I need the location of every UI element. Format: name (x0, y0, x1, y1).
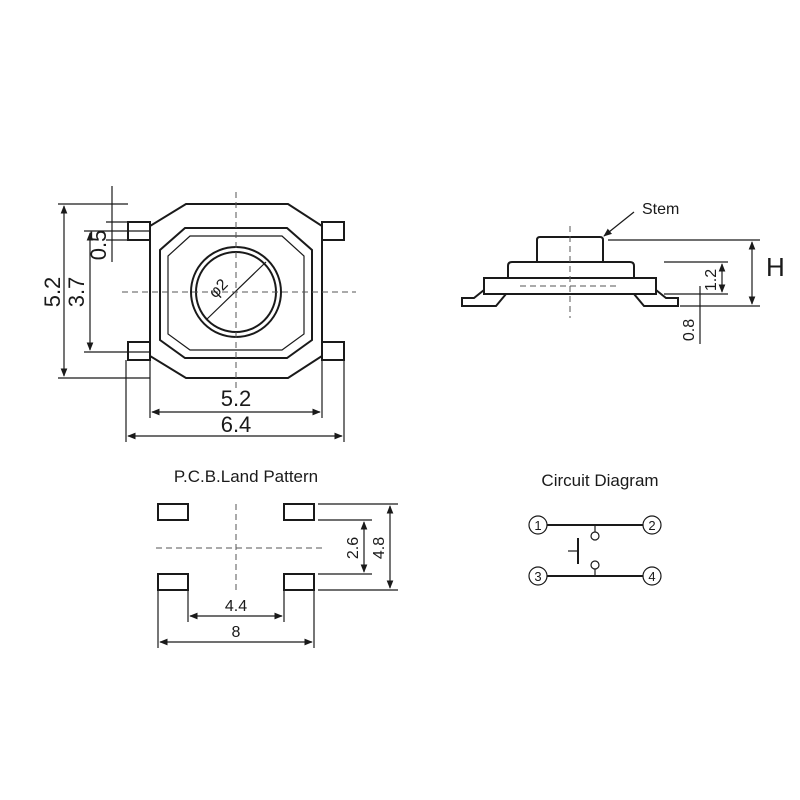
pin-3-label: 3 (534, 569, 541, 584)
top-view: 5.2 3.7 0.5 φ2 5.2 6.4 (40, 186, 356, 442)
terminal-tab-bottom-left (127, 341, 151, 361)
side-lead-left (461, 289, 507, 307)
switch-body-outline (149, 203, 323, 379)
dim-label-overall-width: 8 (232, 624, 241, 641)
diameter-leader (205, 261, 267, 321)
dim-label-outer-height: 5.2 (40, 277, 65, 308)
dim-label-pad-gap: 4.4 (225, 598, 247, 615)
dim-label-inner-spacing: 2.6 (345, 537, 362, 559)
dim-label-outer-spacing: 4.8 (371, 537, 388, 559)
dim-label-inner-height: 3.7 (64, 277, 89, 308)
dim-label-stem-height: 1.2 (703, 269, 720, 291)
dim-label-terminal-height: 0.8 (681, 319, 698, 341)
pcb-land-pattern: P.C.B.Land Pattern 2.6 4.8 4.4 8 (156, 467, 398, 648)
land-pattern-title: P.C.B.Land Pattern (174, 467, 318, 486)
switch-frame-inner (167, 235, 305, 351)
pad-bottom-left (157, 573, 189, 591)
pad-top-left (157, 503, 189, 521)
pin-2-label: 2 (648, 518, 655, 533)
switch-frame-octagon (159, 227, 313, 359)
circuit-diagram: Circuit Diagram 1 2 3 4 (528, 471, 662, 586)
pad-bottom-right (283, 573, 315, 591)
side-view: Stem H 1.2 0.8 (461, 201, 785, 344)
side-lead-right (633, 289, 679, 307)
circuit-title: Circuit Diagram (541, 471, 658, 490)
terminal-tab-bottom-right (321, 341, 345, 361)
contact-top (590, 531, 600, 541)
dim-label-offset: 0.5 (86, 230, 111, 261)
height-label: H (766, 252, 785, 282)
terminal-tab-top-right (321, 221, 345, 241)
pin-1-label: 1 (534, 518, 541, 533)
dim-label-outer-width: 6.4 (221, 412, 252, 437)
stem-leader (603, 211, 635, 237)
dim-label-diameter: φ2 (206, 276, 232, 302)
stem-label: Stem (642, 201, 679, 218)
contact-bottom (590, 560, 600, 570)
pin-4-label: 4 (648, 569, 655, 584)
dim-label-inner-width: 5.2 (221, 386, 252, 411)
side-body-upper (507, 261, 635, 278)
pad-top-right (283, 503, 315, 521)
